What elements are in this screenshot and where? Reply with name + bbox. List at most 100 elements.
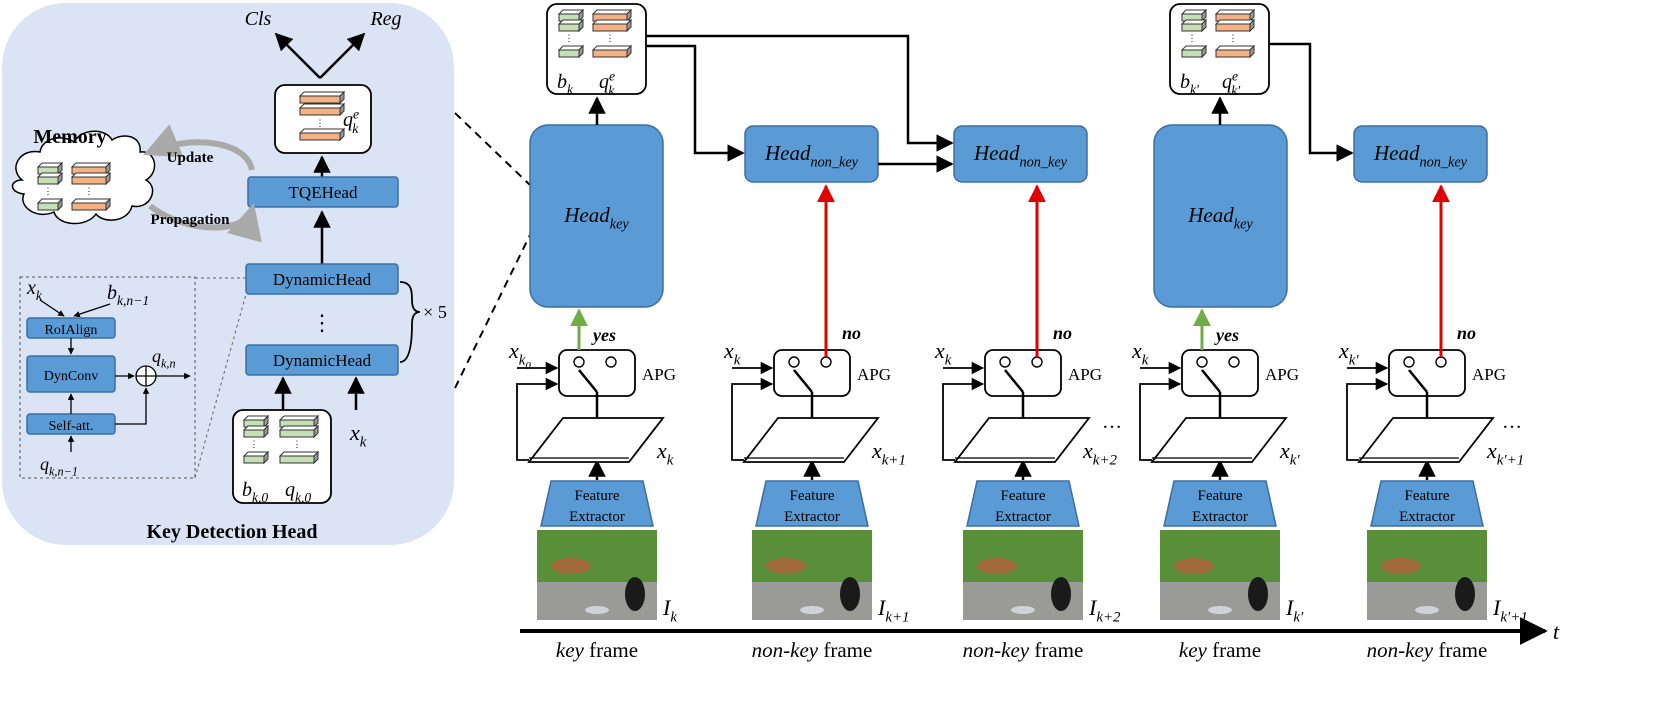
no-label-2: no [1053,323,1072,343]
memory-key-2-box-stack-dots: ⋮ [1188,33,1197,43]
feature-map-0 [527,417,665,463]
apg-x-label-3: xk [1131,338,1149,369]
feedback-loop-1 [731,377,774,461]
mem1-to-nk2 [647,34,954,152]
query-bar [299,107,341,116]
feature-extractor-3 [1163,480,1277,527]
query-bar [299,95,341,104]
apg-x-label-1: xk [723,338,741,369]
query-bar-top [298,103,346,109]
apg-label-4: APG [1472,365,1506,384]
detail-b-arrow [73,303,111,318]
reg-arrow [319,32,366,79]
image-label-1: Ik+1 [877,595,910,626]
head-non-key-3-label: Headnon_key [1373,141,1468,170]
feedback-loop-4 [1346,377,1389,461]
head-non-key-3 [1353,125,1488,183]
feedback-loop-3 [1139,377,1182,461]
feature-extractor-label2-3: Extractor [1192,509,1248,525]
memory-query-stack-dots: ⋮ [85,186,94,196]
frame-image-bowl-0 [585,606,609,614]
update-arrow [143,124,255,171]
no-label-1: no [842,323,861,343]
memory-box-stack-bar [37,202,59,211]
frame-image-fox-0 [551,558,591,574]
apg-port-left-1 [788,356,800,368]
feature-extractor-label2-4: Extractor [1399,509,1455,525]
frame-image-cat-0 [625,577,645,611]
memory-key-2-query-stack-bar-top [1214,9,1256,15]
image-label-2: Ik+2 [1088,595,1121,626]
apg-box-4 [1388,349,1466,397]
feature-extractor-label2-2: Extractor [995,509,1051,525]
detail-qout-label: qk,n [152,346,176,370]
feature-extractor-4 [1370,480,1484,527]
init-query-stack-dots: ⋮ [293,439,302,449]
memory-box-stack-dots: ⋮ [44,186,53,196]
memory-key-2-box-stack-bar [1181,49,1203,58]
apg-label-2: APG [1068,365,1102,384]
head-non-key-1 [744,125,879,183]
memory-key-2-query-stack-dots: ⋮ [1229,33,1238,43]
memory-key-1-query-stack-bar-top [591,9,633,15]
memory-key-1-query-stack-dots: ⋮ [606,33,615,43]
feedback-loop-2 [942,377,985,461]
frame-image-bowl-1 [800,606,824,614]
dynconv-box-label: DynConv [44,369,98,384]
memory-key-1-query-stack-bar [592,49,628,58]
frame-image-fox-2 [977,558,1017,574]
query-bar-top [298,128,346,134]
yes-label-0: yes [591,325,616,345]
zoom-line-lower [194,293,247,479]
head-non-key-2-label: Headnon_key [973,141,1068,170]
apg-switch-3 [1201,369,1221,393]
detail-qin-label: qk,n−1 [40,454,78,478]
feature-map-4 [1357,417,1495,463]
feature-extractor-1 [755,480,869,527]
xk-input-label: xk [349,420,367,451]
mem2-to-nk3 [1270,42,1354,162]
apg-label-3: APG [1265,365,1299,384]
init-box-stack-bar [243,455,265,464]
feature-extractor-label1-3: Feature [1198,488,1243,504]
memory-key-2-query-stack-bar [1215,23,1251,32]
init-query-stack-bar [279,429,315,438]
feature-extractor-0 [540,480,654,527]
query-dots: ⋮ [316,118,325,128]
memory-query-stack-bar [71,176,107,185]
apg-label-1: APG [857,365,891,384]
feature-extractor-label1-0: Feature [575,488,620,504]
init-query-label: qk,0 [285,479,311,505]
detail-x-arrow [39,299,65,317]
memory-key-2-b-label: bk′ [1180,71,1200,97]
apg-switch-1 [793,369,813,393]
apg-port-left-2 [999,356,1011,368]
memory-query-stack-bar [71,202,107,211]
apg-x-label-2: xk [934,338,952,369]
query-bar-top [298,91,346,97]
query-bar [299,132,341,141]
apg-x-label-0: xk0 [508,338,531,372]
init-box-stack-dots: ⋮ [250,439,259,449]
reg-label: Reg [369,8,401,30]
feature-map-3 [1150,417,1288,463]
memory-key-2-query-stack-bar [1215,49,1251,58]
frame-caption-4: non-key frame [1367,638,1488,662]
head-key-2-label: Headkey [1187,203,1253,232]
feature-map-2 [953,417,1091,463]
dynamichead-vdots: ⋮ [311,310,333,335]
init-query-stack-bar [279,455,315,464]
cls-label: Cls [245,8,272,30]
ellipsis-1: … [1102,411,1122,433]
apg-port-left-0 [573,356,585,368]
apg-switch-2 [1004,369,1024,393]
frame-caption-3: key frame [1179,638,1261,662]
feature-extractor-label1-1: Feature [790,488,835,504]
apg-port-right-3 [1228,356,1240,368]
dynamichead-detail-box [19,276,196,479]
dynconv-box [26,355,116,393]
apg-switch-0 [578,369,598,393]
